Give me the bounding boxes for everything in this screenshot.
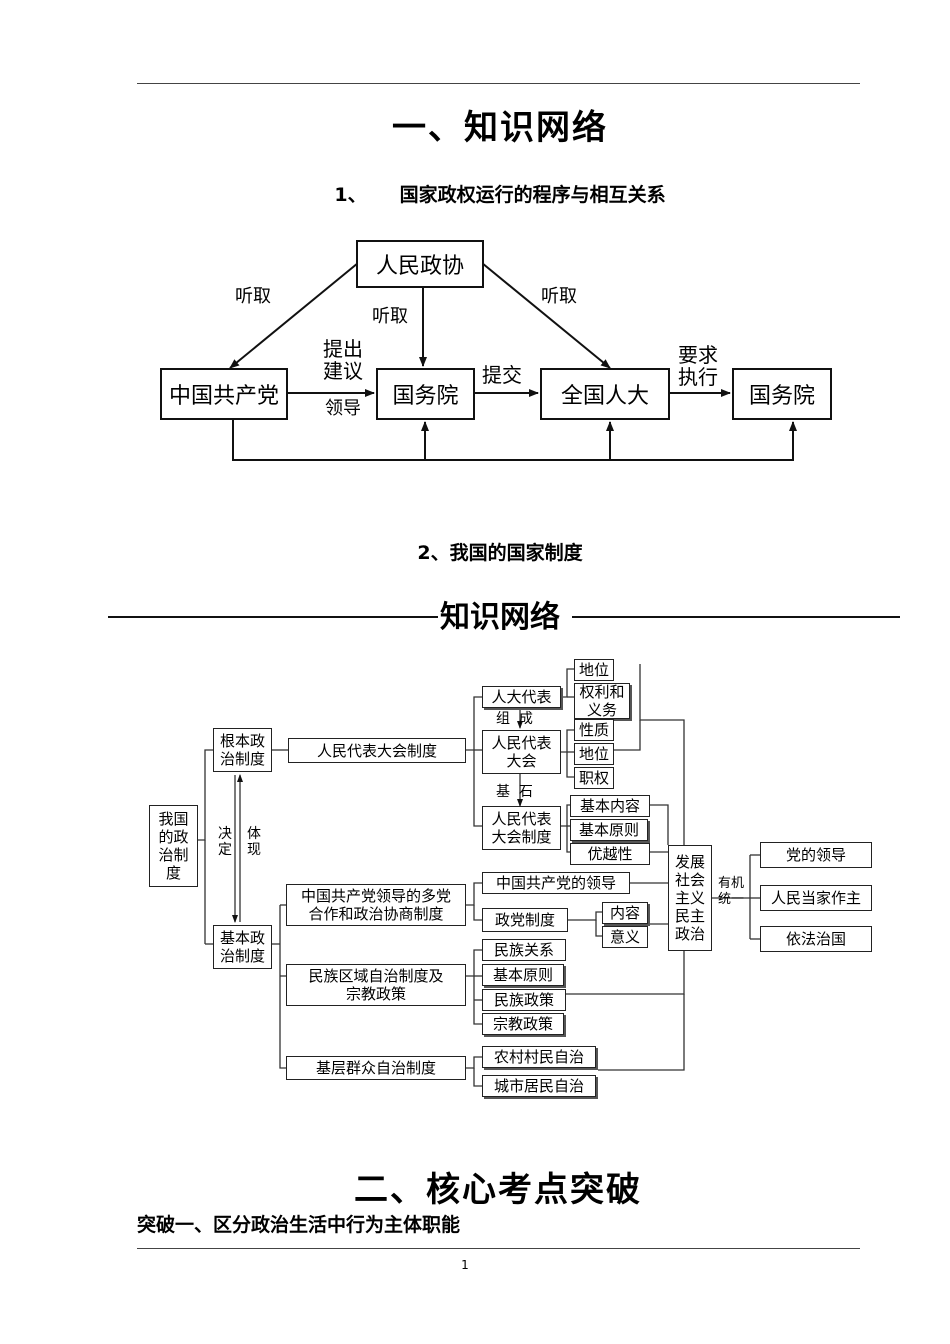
diagram1-connectors (229, 262, 797, 461)
npc-system-2: 人民代表 大会制度 (482, 806, 561, 850)
party-system: 政党制度 (482, 908, 568, 932)
cooperation-system: 中国共产党领导的多党 合作和政治协商制度 (286, 884, 466, 926)
status-1: 地位 (574, 659, 614, 681)
breakthrough1-heading: 突破一、区分政治生活中行为主体职能 (137, 1214, 461, 1236)
powers: 职权 (574, 767, 614, 789)
grassroots-system: 基层群众自治制度 (286, 1056, 466, 1080)
page-number: 1 (461, 1258, 469, 1272)
develop-democracy: 发展 社会 主义 民主 政治 (668, 845, 712, 951)
section1-title: 一、知识网络 (392, 108, 608, 148)
node-npc: 全国人大 (540, 368, 670, 420)
npc-system: 人民代表大会制度 (288, 738, 466, 763)
label-organic-unity: 有机 统一 (718, 876, 745, 907)
village-autonomy: 农村村民自治 (482, 1046, 596, 1068)
node-state-council-1: 国务院 (376, 368, 475, 420)
label-require: 要求 执行 (678, 343, 718, 389)
basic-content: 基本内容 (570, 795, 650, 817)
fundamental-system: 根本政 治制度 (213, 728, 272, 772)
label-lead: 领导 (325, 398, 361, 419)
rights-duties: 权利和 义务 (574, 683, 630, 719)
party-leadership: 党的领导 (760, 842, 872, 868)
footer-rule (137, 1248, 860, 1249)
party-content: 内容 (602, 902, 648, 924)
sub2-title: 2、我国的国家制度 (417, 542, 583, 564)
node-state-council-2: 国务院 (732, 368, 832, 420)
banner-rule-left (108, 616, 438, 618)
label-listen-left: 听取 (235, 286, 271, 307)
basic-principle-npc: 基本原则 (570, 819, 648, 841)
religious-policy: 宗教政策 (482, 1013, 564, 1035)
node-cpc: 中国共产党 (160, 368, 288, 420)
advantage: 优越性 (570, 843, 650, 865)
label-propose: 提出 建议 (323, 337, 363, 383)
label-submit: 提交 (482, 363, 522, 387)
label-form: 组 成 (496, 711, 533, 727)
diagram2-connectors (198, 664, 760, 1087)
label-cornerstone: 基 石 (496, 784, 533, 800)
nature: 性质 (574, 719, 614, 741)
banner-rule-right (572, 616, 900, 618)
status-2: 地位 (574, 743, 614, 765)
label-decide: 决 定 (218, 826, 232, 858)
ethnic-policy: 民族政策 (482, 989, 566, 1011)
ethnic-system: 民族区域自治制度及 宗教政策 (286, 964, 466, 1006)
label-listen-right: 听取 (541, 286, 577, 307)
deputies: 人大代表 (482, 686, 561, 708)
cpc-leadership: 中国共产党的领导 (482, 872, 630, 894)
node-cppcc: 人民政协 (356, 240, 484, 288)
ethnic-relations: 民族关系 (482, 939, 566, 961)
root-political-system: 我国 的政 治制 度 (149, 805, 198, 887)
people-masters: 人民当家作主 (760, 885, 872, 911)
banner-title: 知识网络 (440, 600, 560, 635)
npc-congress: 人民代表 大会 (482, 730, 561, 774)
label-embody: 体 现 (247, 826, 261, 858)
basic-system: 基本政 治制度 (213, 925, 272, 969)
party-significance: 意义 (602, 926, 648, 948)
section2-title: 二、核心考点突破 (354, 1170, 642, 1210)
sub1-title: 1、 国家政权运行的程序与相互关系 (334, 184, 666, 206)
rule-of-law: 依法治国 (760, 926, 872, 952)
header-rule (137, 83, 860, 84)
ethnic-principle: 基本原则 (482, 964, 564, 986)
urban-autonomy: 城市居民自治 (482, 1075, 596, 1097)
label-listen-mid: 听取 (372, 306, 408, 327)
